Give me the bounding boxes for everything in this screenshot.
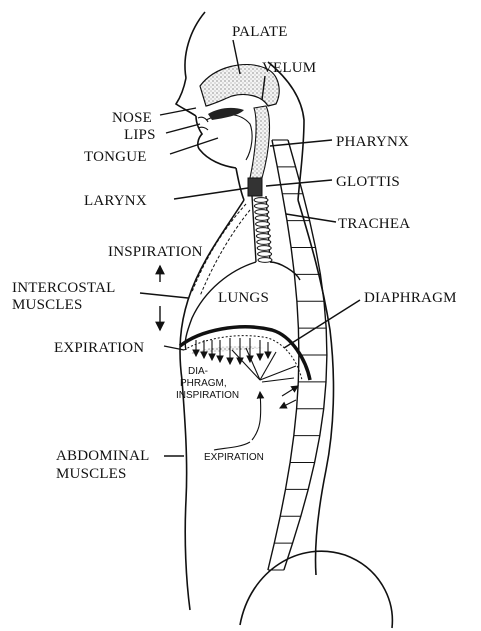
label-phragm: PHRAGM, — [180, 378, 227, 389]
label-intercostal-muscles: MUSCLES — [12, 297, 83, 313]
label-lungs: LUNGS — [218, 290, 269, 306]
vocal-tract — [198, 65, 279, 196]
label-larynx: LARYNX — [84, 193, 147, 209]
label-lips: LIPS — [124, 127, 156, 143]
label-glottis: GLOTTIS — [336, 174, 400, 190]
trachea-ring — [257, 246, 271, 251]
label-trachea: TRACHEA — [338, 216, 410, 232]
trachea-ring — [256, 228, 270, 233]
trachea-ring — [258, 252, 272, 257]
label-inspiration: INSPIRATION — [108, 244, 203, 260]
trachea-ring — [258, 258, 272, 263]
spine-edge — [268, 140, 299, 570]
trachea-ring — [254, 198, 268, 203]
label-pharynx: PHARYNX — [336, 134, 409, 150]
label-dia-inspiration: INSPIRATION — [176, 390, 239, 401]
label-palate: PALATE — [232, 24, 288, 40]
label-dia: DIA- — [188, 366, 208, 377]
trachea-ring — [255, 210, 269, 215]
label-velum: VELUM — [262, 60, 316, 76]
label-expiration: EXPIRATION — [54, 340, 144, 356]
label-nose: NOSE — [112, 110, 152, 126]
trachea-ring — [255, 216, 269, 221]
spine — [268, 140, 327, 570]
trachea-ring — [256, 222, 270, 227]
label-expiration-small: EXPIRATION — [204, 452, 264, 463]
trachea — [252, 196, 272, 262]
trachea-ring — [257, 240, 271, 245]
trachea-ring — [256, 234, 270, 239]
label-abdominal: ABDOMINAL — [56, 448, 149, 464]
label-tongue: TONGUE — [84, 149, 147, 165]
trachea-ring — [254, 204, 268, 209]
label-abdominal-muscles: MUSCLES — [56, 466, 127, 482]
label-diaphragm: DIAPHRAGM — [364, 290, 457, 306]
label-intercostal: INTERCOSTAL — [12, 280, 116, 296]
